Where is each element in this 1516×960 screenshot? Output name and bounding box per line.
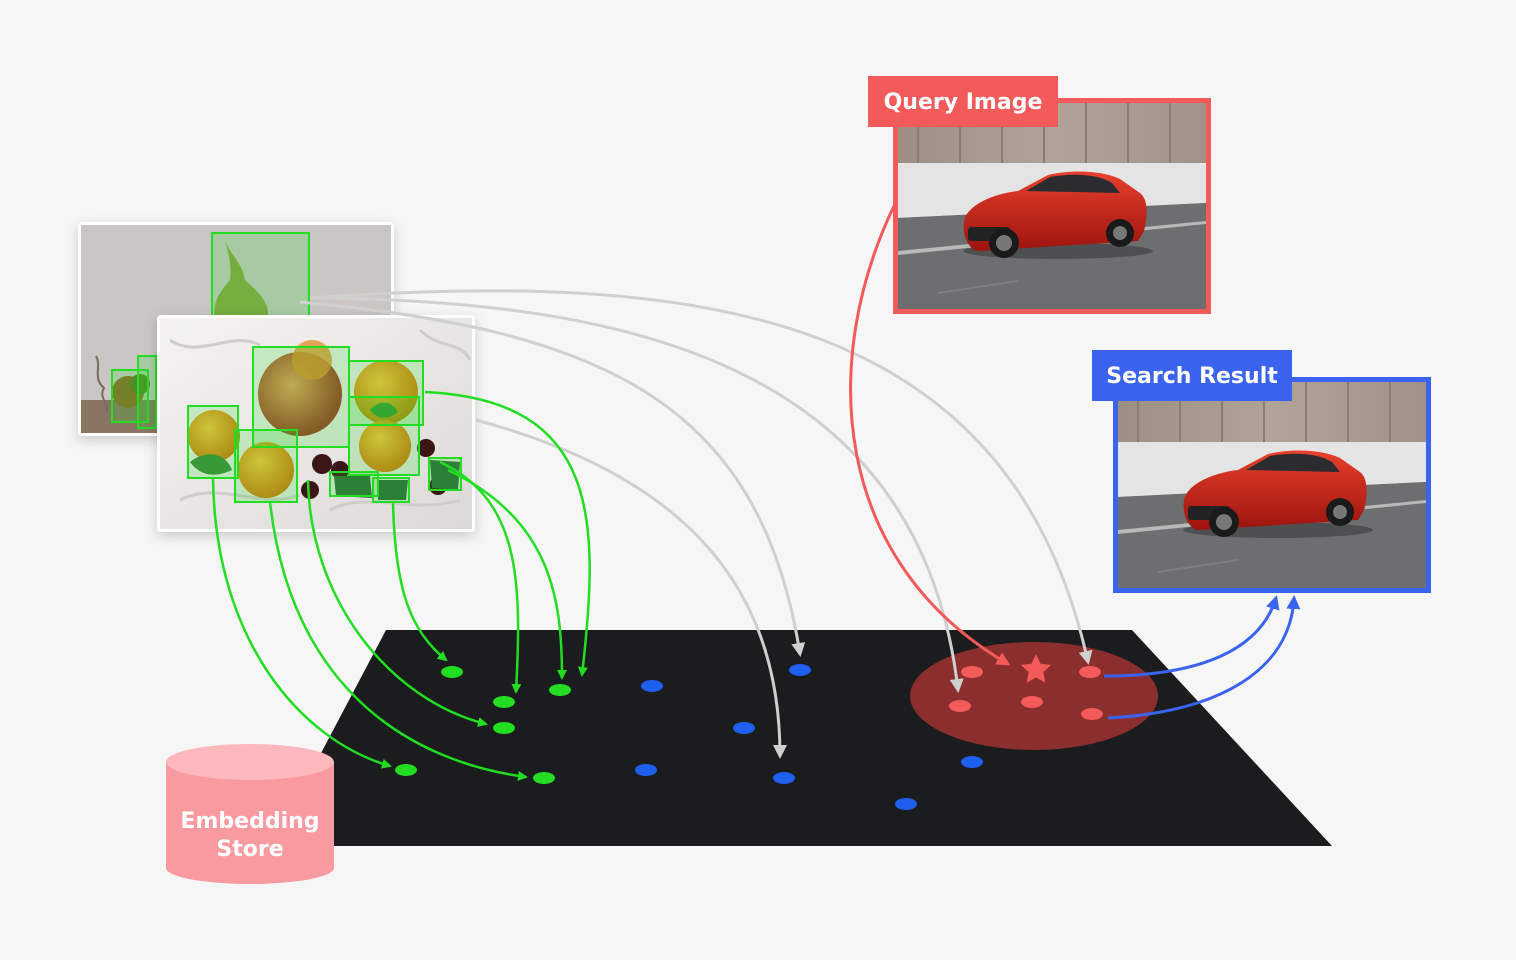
- query-image-label: Query Image: [884, 90, 1043, 115]
- result-arrows: [1103, 595, 1301, 720]
- object-embedding-point: [549, 684, 571, 696]
- other-embedding-point: [773, 772, 795, 784]
- query-image-card: Query Image: [868, 76, 1211, 314]
- search-result-tag: [1092, 350, 1292, 401]
- embedding-store-label-line2: Store: [216, 837, 283, 862]
- other-embedding-point: [641, 680, 663, 692]
- red-sports-car-photo: [897, 102, 1207, 310]
- other-embedding-point: [961, 756, 983, 768]
- query-image-tag: [868, 76, 1058, 127]
- neighborhood-region: [910, 642, 1158, 750]
- search-result-card: Search Result: [1092, 350, 1431, 593]
- neighbor-embedding-point: [1081, 708, 1103, 720]
- neighbor-embedding-point: [949, 700, 971, 712]
- green-arrows: [211, 390, 591, 781]
- object-embedding-point: [533, 772, 555, 784]
- neighbor-embedding-point: [1079, 666, 1101, 678]
- query-arrow: [849, 205, 1011, 666]
- star-icon: [1020, 654, 1052, 683]
- object-embedding-point: [395, 764, 417, 776]
- neighbor-embedding-point: [961, 666, 983, 678]
- other-embedding-point: [789, 664, 811, 676]
- object-embedding-point: [493, 696, 515, 708]
- object-embedding-point: [441, 666, 463, 678]
- result-car-photo: [1117, 381, 1427, 589]
- neighbor-embedding-point: [1021, 696, 1043, 708]
- object-embeddings: [395, 666, 571, 784]
- embedding-plane: [272, 630, 1332, 846]
- object-embedding-point: [493, 722, 515, 734]
- pear-bounding-boxes: [111, 232, 310, 429]
- database-cylinder-icon: Embedding Store: [166, 744, 334, 884]
- grey-arrows: [299, 289, 1093, 759]
- other-embedding-point: [733, 722, 755, 734]
- fruit-bounding-boxes: [187, 346, 462, 503]
- other-embedding-point: [895, 798, 917, 810]
- search-result-label: Search Result: [1106, 364, 1278, 389]
- neighbor-embeddings: [949, 666, 1103, 720]
- other-embedding-point: [635, 764, 657, 776]
- embedding-store-label-line1: Embedding: [180, 809, 319, 834]
- other-embeddings: [635, 664, 983, 810]
